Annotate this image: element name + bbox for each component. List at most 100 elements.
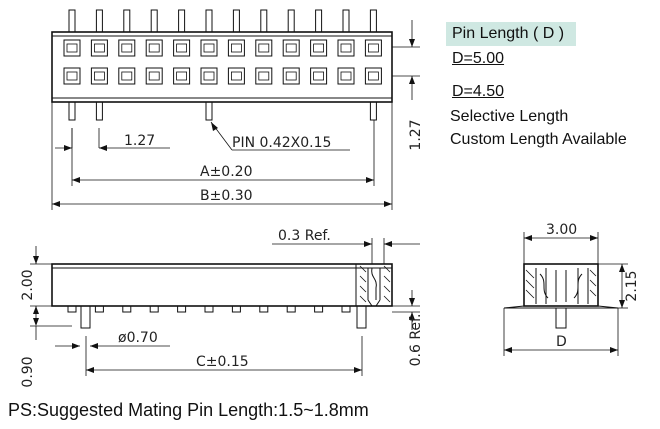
top-pins-upper — [68, 9, 377, 33]
contact-cell-upper — [364, 39, 382, 57]
contact-cell-lower — [282, 67, 300, 85]
front-view: 0.3 Ref. 2.00 0.90 ø0.70 C±0.15 0. — [20, 228, 424, 388]
pin-lower — [369, 101, 377, 121]
tail-pin-left — [80, 305, 91, 329]
pin-lower — [68, 101, 76, 121]
dim-side-pin-length: D — [556, 334, 567, 350]
top-view: 1.27 1.27 PIN 0.42X0.15 A±0.20 B±0.30 — [51, 9, 424, 210]
contact-cell-lower-inner — [313, 71, 325, 81]
contact-cell-lower — [173, 67, 191, 85]
contact-cell-upper — [173, 39, 191, 57]
dim-ref-top: 0.3 Ref. — [278, 228, 331, 244]
contact-cell-upper — [145, 39, 163, 57]
contact-cell-upper-inner — [340, 43, 352, 53]
dim-side-height: 2.15 — [624, 270, 640, 301]
contact-cell-lower — [227, 67, 245, 85]
contact-cell-upper-inner — [94, 43, 105, 53]
contact-cell-upper — [310, 39, 328, 57]
contact-cell-upper-inner — [121, 43, 133, 53]
contact-cells — [63, 39, 382, 85]
contact-cell-upper — [90, 39, 108, 57]
contact-cell-lower — [90, 67, 108, 85]
contact-cell-lower-inner — [340, 71, 352, 81]
contact-cell-upper-inner — [148, 43, 160, 53]
side-body — [523, 263, 599, 307]
pin-lower — [205, 101, 213, 121]
tail-pin-right — [356, 305, 367, 329]
pin-upper — [150, 9, 158, 33]
side-view: 3.00 2.15 D — [503, 222, 640, 356]
pin-upper — [68, 9, 76, 33]
contact-cell-lower — [310, 67, 328, 85]
dim-height: 2.00 — [20, 269, 36, 300]
pin-upper — [232, 9, 240, 33]
dim-pin-size: PIN 0.42X0.15 — [232, 135, 331, 151]
pin-upper — [123, 9, 131, 33]
dim-b: B±0.30 — [200, 188, 253, 204]
pin-stub — [314, 305, 324, 313]
contact-cell-lower-inner — [121, 71, 133, 81]
contact-cell-lower-inner — [176, 71, 188, 81]
contact-cell-lower-inner — [230, 71, 242, 81]
pin-upper — [205, 9, 213, 33]
pin-length-option-2: D=4.50 — [452, 83, 505, 100]
contact-cell-upper-inner — [176, 43, 188, 53]
contact-cell-upper-inner — [203, 43, 215, 53]
panel-heading: Pin Length ( D ) — [446, 22, 576, 46]
dim-pitch-vertical: 1.27 — [408, 119, 424, 150]
front-pin-stubs — [67, 305, 367, 329]
contact-cell-upper-inner — [367, 43, 379, 53]
top-body — [51, 31, 393, 103]
pin-upper — [369, 9, 377, 33]
pin-stub — [94, 305, 104, 313]
dim-a: A±0.20 — [200, 164, 252, 180]
contact-cell-upper-inner — [258, 43, 270, 53]
pin-stub — [177, 305, 187, 313]
contact-cell-lower-inner — [285, 71, 297, 81]
pin-upper — [178, 9, 186, 33]
contact-cell-upper — [63, 39, 81, 57]
contact-cell-lower-inner — [258, 71, 270, 81]
pin-upper — [95, 9, 103, 33]
contact-cell-upper — [255, 39, 273, 57]
contact-cell-lower — [145, 67, 163, 85]
contact-cell-upper — [337, 39, 355, 57]
contact-cell-lower-inner — [148, 71, 160, 81]
contact-cell-lower — [118, 67, 136, 85]
dim-width: 3.00 — [546, 222, 577, 238]
selective-length-note: Selective Length — [450, 108, 569, 125]
pin-stub — [204, 305, 214, 313]
contact-cell-upper — [227, 39, 245, 57]
pin-length-option-1: D=5.00 — [452, 50, 505, 67]
dim-ref-side: 0.6 Ref. — [408, 314, 424, 367]
contact-cell-lower — [63, 67, 81, 85]
contact-cell-upper-inner — [285, 43, 297, 53]
pin-lower — [95, 101, 103, 121]
contact-cell-lower-inner — [94, 71, 105, 81]
pin-stub — [286, 305, 296, 313]
pin-stub — [122, 305, 132, 313]
pin-upper — [342, 9, 350, 33]
front-cutaway — [359, 265, 391, 307]
front-body — [51, 263, 393, 307]
contact-cell-lower-inner — [367, 71, 379, 81]
mating-pin-note: PS:Suggested Mating Pin Length:1.5~1.8mm — [8, 400, 369, 420]
contact-cell-upper-inner — [230, 43, 242, 53]
contact-cell-lower-inner — [66, 71, 78, 81]
pin-stub — [149, 305, 159, 313]
contact-cell-upper — [282, 39, 300, 57]
contact-cell-upper-inner — [313, 43, 325, 53]
contact-cell-upper — [118, 39, 136, 57]
contact-cell-lower — [200, 67, 218, 85]
pin-stub — [259, 305, 269, 313]
dim-standoff: 0.90 — [20, 356, 36, 387]
contact-cell-lower — [337, 67, 355, 85]
dim-c: C±0.15 — [196, 354, 249, 370]
pin-stub — [231, 305, 241, 313]
pin-upper — [260, 9, 268, 33]
contact-cell-lower — [255, 67, 273, 85]
contact-cell-upper-inner — [66, 43, 78, 53]
pin-stub — [341, 305, 351, 313]
top-pins-lower — [68, 101, 377, 121]
